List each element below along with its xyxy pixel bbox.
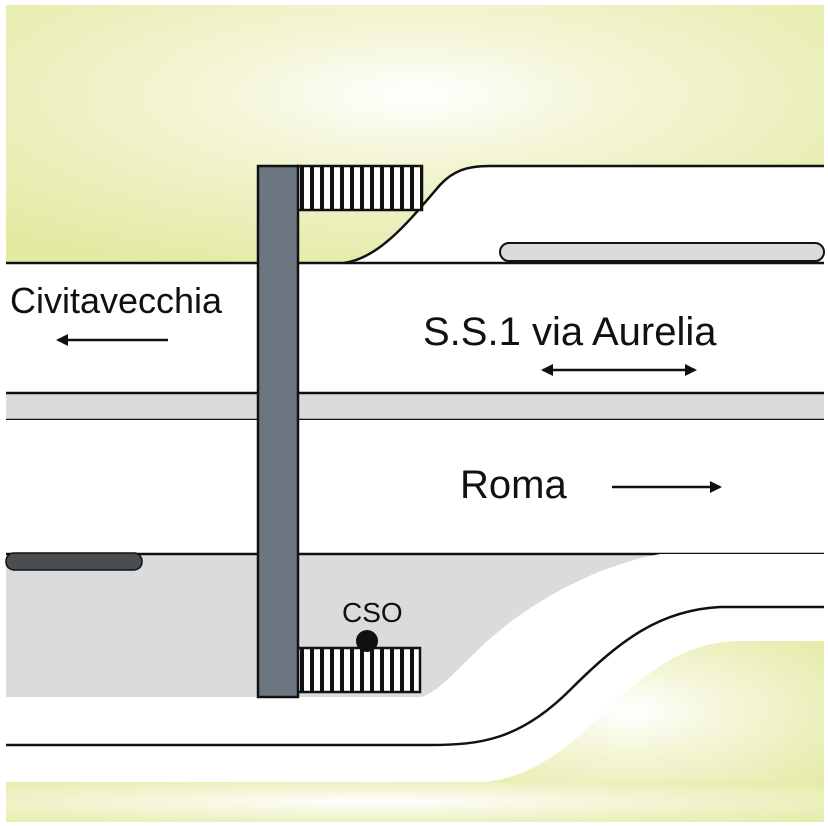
green-field-bottom <box>6 782 824 822</box>
median <box>6 393 824 420</box>
cso-point-icon <box>356 630 378 652</box>
lower-walkway <box>296 646 422 694</box>
lower-ramp-outer-line <box>469 639 824 783</box>
upper-walkway <box>296 164 424 212</box>
lower-ramp-inner-line <box>6 605 824 747</box>
upper-kerb <box>499 242 825 262</box>
green-field-bottom-right <box>470 640 824 782</box>
lower-ramp <box>6 554 824 745</box>
label-roma: Roma <box>460 463 567 507</box>
label-road-name: S.S.1 via Aurelia <box>423 310 717 354</box>
upper-road-edge-line <box>343 164 824 265</box>
bridge-pier <box>256 164 300 699</box>
label-cso: CSO <box>342 597 403 628</box>
lower-kerb <box>5 552 143 571</box>
label-civitavecchia: Civitavecchia <box>10 280 223 321</box>
upper-carriageway <box>6 166 824 393</box>
lower-shoulder-area <box>6 554 660 697</box>
